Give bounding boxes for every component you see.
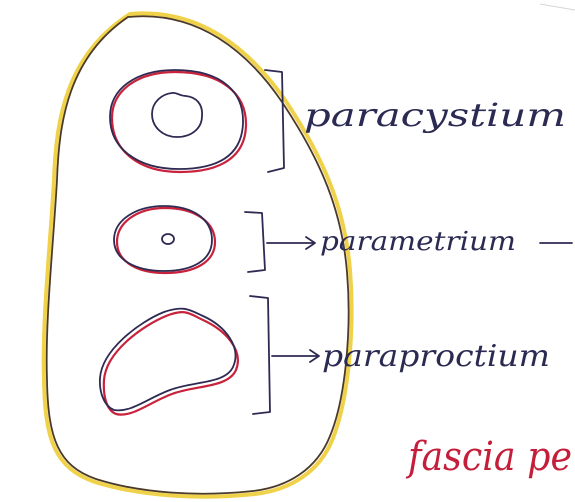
paraproctium-ring-red (104, 312, 238, 414)
label-paracystium: paracystium (304, 96, 566, 134)
label-paraproctium: paraproctium (322, 339, 550, 374)
label-parametrium: parametrium (320, 227, 516, 257)
bladder-lumen (152, 93, 202, 137)
scan-edge (540, 4, 575, 10)
bracket-bottom (250, 296, 270, 414)
outer-outline (47, 16, 349, 493)
uterine-cavity (162, 234, 174, 244)
bladder-group: paracystium (110, 70, 566, 172)
outer-outline-highlight (44, 13, 352, 496)
arrow-bottom (272, 350, 319, 362)
bracket-middle (245, 212, 265, 272)
uterus-group: parametrium (114, 206, 572, 273)
rectum-group: paraproctium (100, 296, 550, 415)
arrow-middle (267, 237, 315, 249)
label-fascia: fascia pe (405, 434, 572, 480)
parametrium-ring-red (117, 208, 215, 273)
